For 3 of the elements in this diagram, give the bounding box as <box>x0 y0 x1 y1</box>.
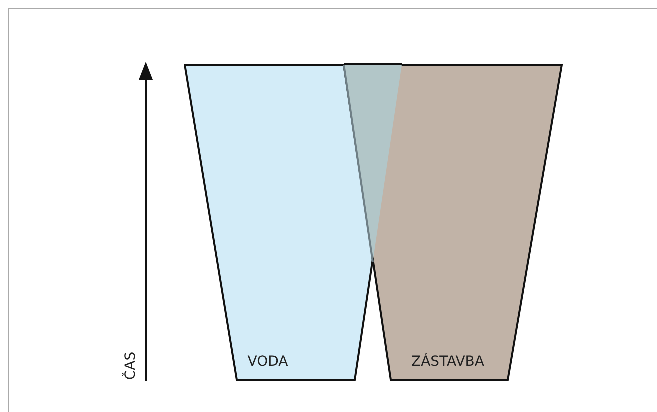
axis-label: ČAS <box>123 352 140 380</box>
area-label: ZÁSTAVBA <box>412 354 484 370</box>
area-label: VODA <box>248 354 288 370</box>
